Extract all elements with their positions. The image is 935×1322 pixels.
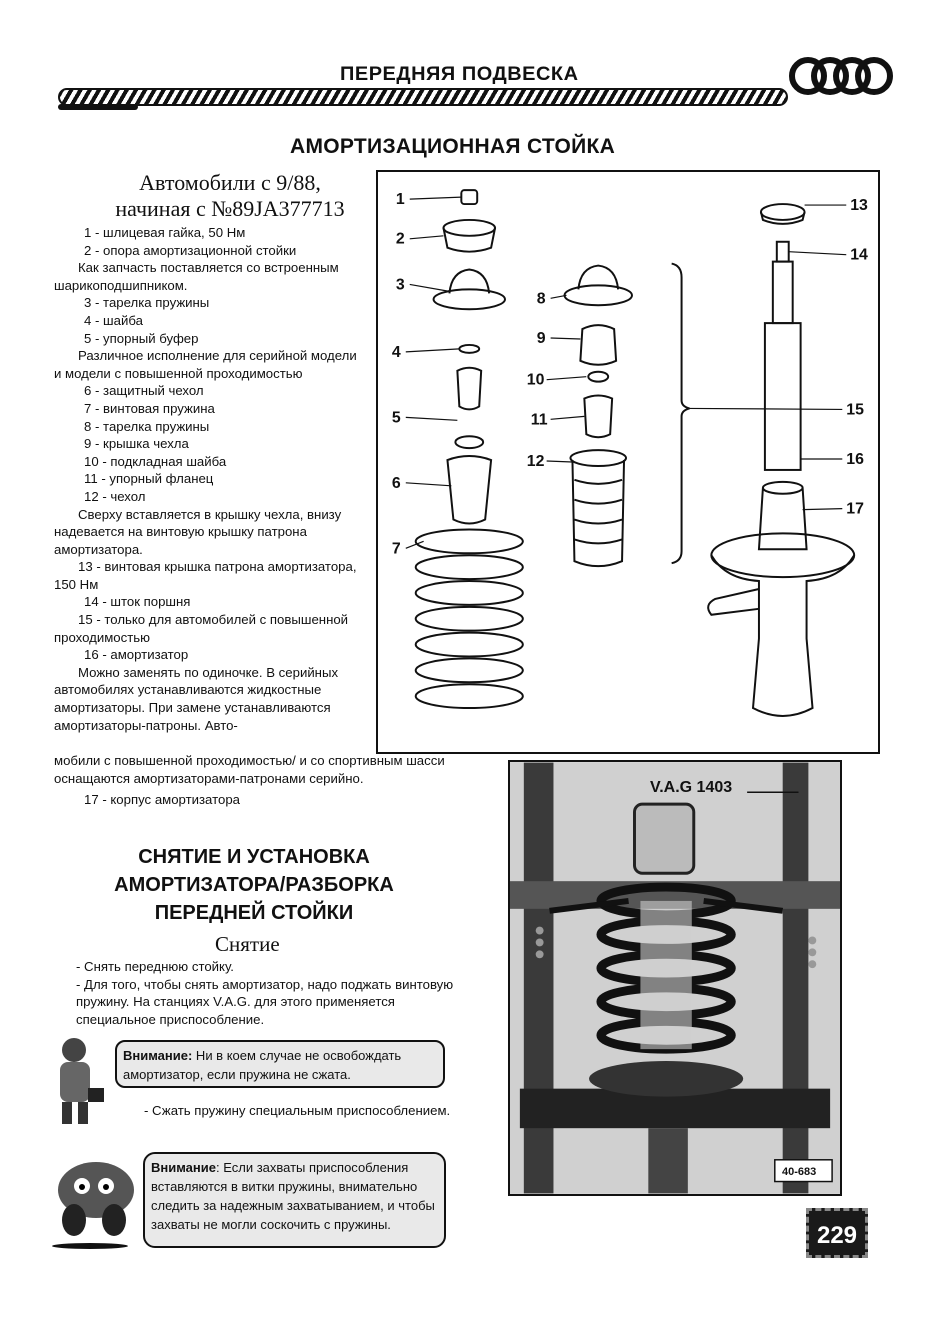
callout-9: 9 [537,330,546,347]
header-hatch-bar [58,88,788,106]
tool-label: V.A.G 1403 [650,779,733,796]
step: - Для того, чтобы снять амортизатор, над… [76,976,454,1027]
legend-item: 4 - шайба [84,312,143,328]
audi-rings-logo [789,57,893,95]
part-13-cap [759,203,806,221]
legend-item: 7 - винтовая пружина [84,400,215,416]
legend-note: Можно заменять по одиночке. В серийных а… [54,664,339,733]
removal-section-title: СНЯТИЕ И УСТАНОВКА АМОРТИЗАТОРА/РАЗБОРКА… [54,843,454,927]
callout-13: 13 [850,197,868,214]
step: - Снять переднюю стойку. [76,959,234,974]
part-1-nut [460,189,479,206]
title-line: СНЯТИЕ И УСТАНОВКА [138,846,370,868]
part-3-spring-seat [432,288,506,311]
step-compress: - Сжать пружину специальным приспособлен… [144,1103,451,1118]
note-text: : Если захваты приспособления вставляютс… [151,1160,435,1232]
header-hatch-tail [58,104,138,110]
callout-17: 17 [846,501,864,518]
legend-item: 9 - крышка чехла [84,436,189,452]
legend-item: 14 - шток поршня [84,594,191,610]
title-line: ПЕРЕДНЕЙ СТОЙКИ [154,902,354,924]
part-16-shock-absorber [763,322,802,471]
legend-note: 15 - только для автомобилей с повышенной… [54,612,349,645]
models-heading: Автомобили с 9/88, начиная с №89JA377713 [60,170,400,222]
legend-item: 1 - шлицевая гайка, 50 Нм [84,225,246,240]
callout-10: 10 [527,372,545,389]
callout-1: 1 [396,191,405,208]
note-label: Внимание: [123,1048,193,1063]
legend-note: мобили с повышенной проходимостью/ и со … [54,753,445,786]
callout-6: 6 [392,475,401,492]
callout-8: 8 [537,290,546,307]
part-12-boot [569,449,628,568]
warning-note-1: Внимание: Ни в коем случае не освобождат… [115,1040,445,1088]
models-line-1: Автомобили с 9/88, [139,170,321,195]
legend-note: Сверху вставляется в крышку чехла, внизу… [54,506,342,557]
page-number: 229 [806,1208,868,1258]
legend-item: 5 - упорный буфер [84,330,199,346]
legend-item: 10 - подкладная шайба [84,453,227,469]
legend-continuation: мобили с повышенной проходимостью/ и со … [54,752,464,809]
legend-note: Различное исполнение для серийной модели… [54,348,357,381]
callout-4: 4 [392,344,401,361]
callout-16: 16 [846,451,864,468]
part-7-coil-spring [414,528,524,710]
legend-item: 2 - опора амортизационной стойки [84,242,297,258]
callout-2: 2 [396,231,405,248]
running-head: ПЕРЕДНЯЯ ПОДВЕСКА [340,64,579,85]
part-8-spring-seat [563,284,633,307]
note-text: Ни в коем случае не освобождать амортиза… [123,1048,402,1082]
warning-note-2: Внимание: Если захваты приспособления вс… [143,1152,446,1248]
part-4-washer [458,343,481,354]
spring-compressor-photo [508,760,842,1196]
note-label: Внимание [151,1160,216,1175]
legend-item: 16 - амортизатор [84,647,189,663]
legend-item: 11 - упорный фланец [84,471,214,487]
callout-14: 14 [850,247,868,264]
removal-subtitle: Снятие [215,932,280,956]
legend-note: 13 - винтовая крышка патрона амортизатор… [54,559,357,592]
part-6-boot [446,455,493,525]
part-5-bump-stop [456,366,483,411]
models-line-2: начиная с №89JA377713 [115,196,345,221]
legend-item: 8 - тарелка пружины [84,418,210,434]
part-10-washer [587,370,610,383]
callout-7: 7 [392,540,401,557]
removal-steps: - Снять переднюю стойку. - Для того, что… [76,958,456,1028]
strut-exploded-diagram: 1 2 3 4 5 6 7 8 9 10 11 12 13 14 15 16 1… [376,170,880,754]
legend-item: 6 - защитный чехол [84,383,204,399]
section-title: АМОРТИЗАЦИОННАЯ СТОЙКА [290,135,616,158]
callout-12: 12 [527,453,545,470]
part-17-strut-housing [707,480,856,717]
figure-code: 40-683 [782,1166,817,1178]
legend-item-17: 17 - корпус амортизатора [84,792,240,808]
legend-item: 12 - чехол [84,488,146,504]
legend-item: 3 - тарелка пружины [84,295,210,311]
legend-note: Как запчасть поставляется со встроенным … [54,260,339,293]
mechanic-cartoon-icon [60,1038,104,1124]
part-2-mount [442,218,497,237]
part-14-piston-rod [775,240,790,263]
callout-5: 5 [392,409,401,426]
part-9-boot-cap [579,324,618,366]
callout-15: 15 [846,401,864,418]
car-cartoon-icon [52,1162,134,1249]
callout-11: 11 [531,411,548,428]
part-11-flange [583,394,614,439]
parts-legend: 1 - шлицевая гайка, 50 Нм 2 - опора амор… [54,224,364,734]
title-line: АМОРТИЗАТОРА/РАЗБОРКА [114,874,394,896]
callout-3: 3 [396,276,405,293]
